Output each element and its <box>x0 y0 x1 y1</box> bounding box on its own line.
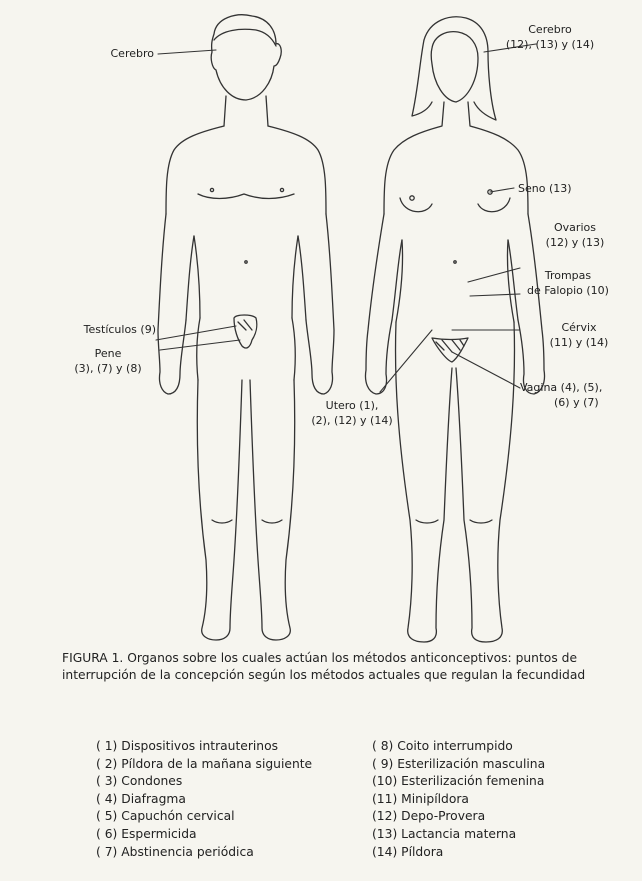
legend-item: ( 1) Dispositivos intrauterinos <box>96 738 312 756</box>
legend-item: ( 6) Espermicida <box>96 826 312 844</box>
label-vagina: Vagina (4), (5), (6) y (7) <box>520 380 630 410</box>
label-testicles: Testículos (9) <box>52 322 156 337</box>
label-ovaries: Ovarios (12) y (13) <box>530 220 620 250</box>
label-breast: Seno (13) <box>518 181 572 196</box>
legend-item: ( 7) Abstinencia periódica <box>96 844 312 862</box>
legend-item: ( 4) Diafragma <box>96 791 312 809</box>
legend-item: (12) Depo-Provera <box>372 808 545 826</box>
label-vagina-line2: (6) y (7) <box>520 395 630 410</box>
male-figure <box>158 15 334 640</box>
legend-item: (11) Minipíldora <box>372 791 545 809</box>
label-fallopian-tubes: Trompas de Falopio (10) <box>512 268 624 298</box>
legend-item: ( 8) Coito interrumpido <box>372 738 545 756</box>
label-uterus-line1: Utero (1), <box>302 398 402 413</box>
label-cervix-line1: Cérvix <box>534 320 624 335</box>
legend-item: ( 2) Píldora de la mañana siguiente <box>96 756 312 774</box>
legend-item: (13) Lactancia materna <box>372 826 545 844</box>
legend-item: ( 5) Capuchón cervical <box>96 808 312 826</box>
legend-left: ( 1) Dispositivos intrauterinos ( 2) Píl… <box>96 738 312 861</box>
label-penis: Pene (3), (7) y (8) <box>58 346 158 376</box>
legend-item: (10) Esterilización femenina <box>372 773 545 791</box>
label-female-brain-line2: (12), (13) y (14) <box>490 37 610 52</box>
label-female-brain-line1: Cerebro <box>490 22 610 37</box>
label-vagina-line1: Vagina (4), (5), <box>520 380 630 395</box>
label-female-brain: Cerebro (12), (13) y (14) <box>490 22 610 52</box>
label-ovaries-line1: Ovarios <box>530 220 620 235</box>
label-male-brain: Cerebro <box>72 46 154 61</box>
label-ovaries-line2: (12) y (13) <box>530 235 620 250</box>
female-figure <box>365 17 544 642</box>
legend-item: ( 3) Condones <box>96 773 312 791</box>
label-uterus: Utero (1), (2), (12) y (14) <box>302 398 402 428</box>
label-penis-line2: (3), (7) y (8) <box>58 361 158 376</box>
label-cervix: Cérvix (11) y (14) <box>534 320 624 350</box>
label-penis-line1: Pene <box>58 346 158 361</box>
legend-item: ( 9) Esterilización masculina <box>372 756 545 774</box>
label-cervix-line2: (11) y (14) <box>534 335 624 350</box>
label-tubes-line1: Trompas <box>512 268 624 283</box>
legend-item: (14) Píldora <box>372 844 545 862</box>
legend-right: ( 8) Coito interrumpido ( 9) Esterilizac… <box>372 738 545 861</box>
label-uterus-line2: (2), (12) y (14) <box>302 413 402 428</box>
label-tubes-line2: de Falopio (10) <box>512 283 624 298</box>
leader-lines <box>156 44 536 392</box>
figure-caption: FIGURA 1. Organos sobre los cuales actúa… <box>62 650 622 684</box>
